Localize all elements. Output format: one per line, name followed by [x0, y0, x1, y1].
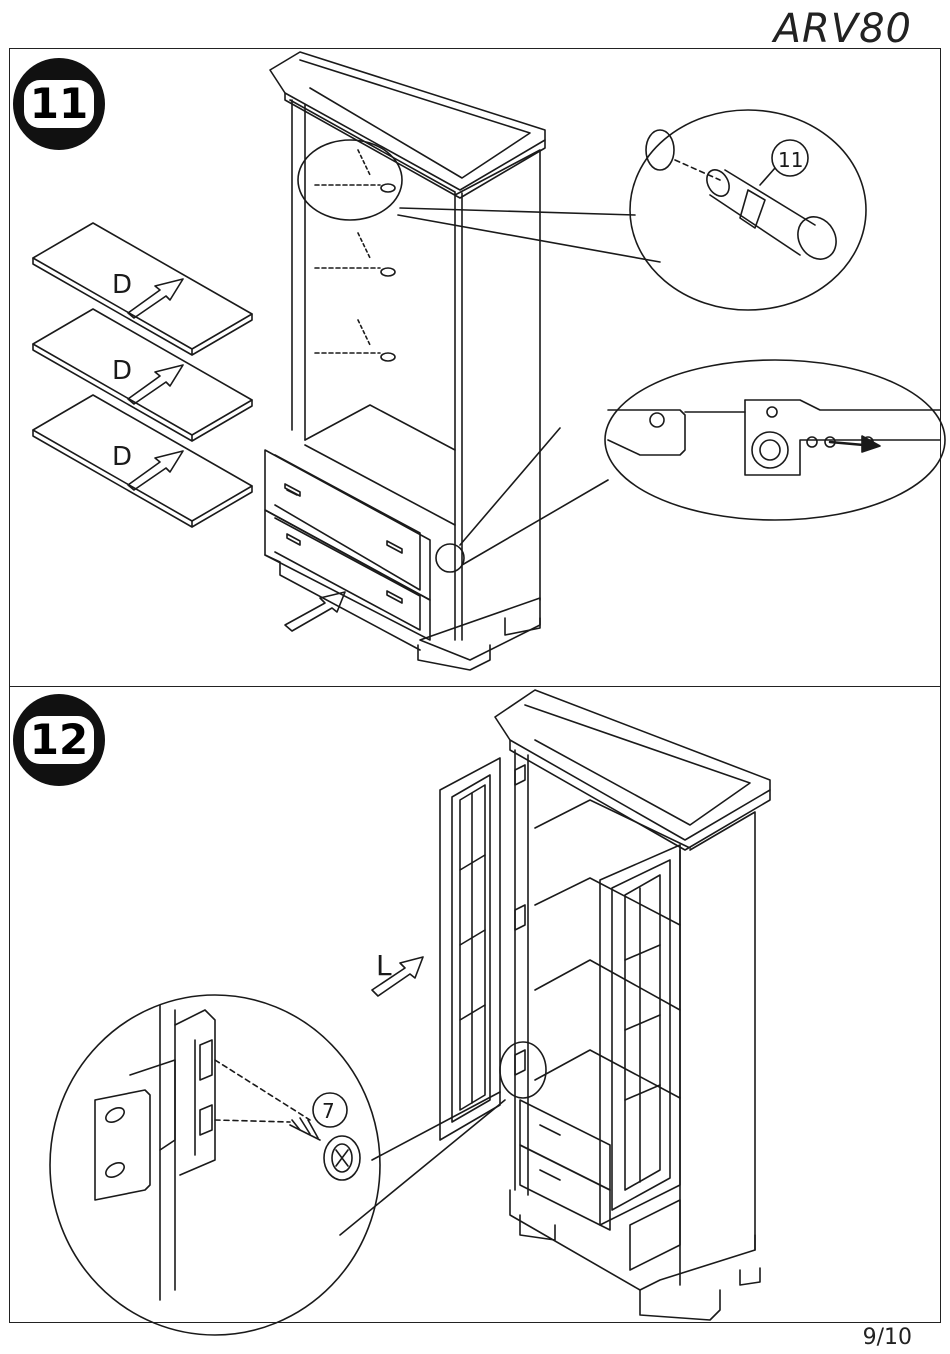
dowel-detail-callout	[398, 110, 866, 310]
shelf-label-1: D	[112, 270, 132, 300]
cabinet-step-11	[265, 52, 545, 670]
hinge-detail-callout	[50, 995, 505, 1335]
door-label: L	[376, 949, 392, 982]
runner-detail-callout	[460, 360, 945, 565]
screw-part-number: 7	[322, 1099, 335, 1123]
shelf-panels	[33, 223, 252, 527]
page-number: 9/10	[863, 1325, 912, 1350]
cabinet-step-12	[372, 690, 770, 1320]
shelf-label-2: D	[112, 356, 132, 386]
dowel-part-number: 11	[778, 148, 803, 172]
shelf-label-3: D	[112, 442, 132, 472]
